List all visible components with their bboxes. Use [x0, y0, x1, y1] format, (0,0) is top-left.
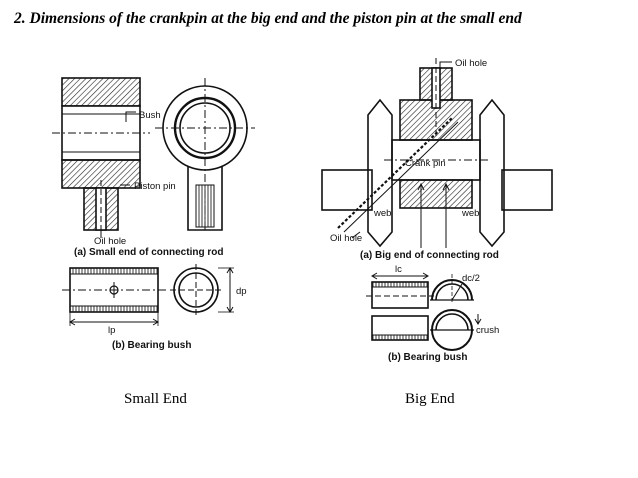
rod-big-end-lower: [399, 179, 473, 209]
label-dc2: dc/2: [462, 273, 480, 284]
label-oil-hole-left: Oil hole: [330, 233, 362, 244]
web-left: [367, 98, 393, 248]
bush-half-lower: [431, 329, 473, 351]
label-web-left: web: [373, 208, 391, 219]
page-title: 2. Dimensions of the crankpin at the big…: [14, 10, 522, 27]
label-oil-hole-small-end: Oil hole: [94, 236, 126, 247]
label-oil-hole-top: Oil hole: [455, 58, 487, 69]
caption-big-end-rod: (a) Big end of connecting rod: [360, 250, 499, 261]
label-lp: lp: [108, 325, 115, 336]
shaft-right: [501, 169, 553, 211]
small-end-drawing: [52, 77, 255, 326]
label-lc: lc: [395, 264, 402, 275]
shaft-left: [321, 169, 373, 211]
caption-small-end-bush: (b) Bearing bush: [112, 340, 191, 351]
label-crush: crush: [476, 325, 499, 336]
web-right: [479, 98, 505, 248]
big-end-drawing: [321, 58, 553, 351]
upper-pin-boss: [61, 77, 141, 107]
caption-big-end-bush: (b) Bearing bush: [388, 352, 467, 363]
label-web-right: web: [461, 208, 479, 219]
label-bush: Bush: [139, 110, 161, 121]
label-crank-pin: Crank pin: [405, 158, 446, 169]
caption-big-end: Big End: [405, 391, 455, 407]
label-dp: dp: [236, 286, 247, 297]
label-piston-pin: Piston pin: [134, 181, 176, 192]
caption-small-end-rod: (a) Small end of connecting rod: [74, 247, 223, 258]
caption-small-end: Small End: [124, 391, 187, 407]
